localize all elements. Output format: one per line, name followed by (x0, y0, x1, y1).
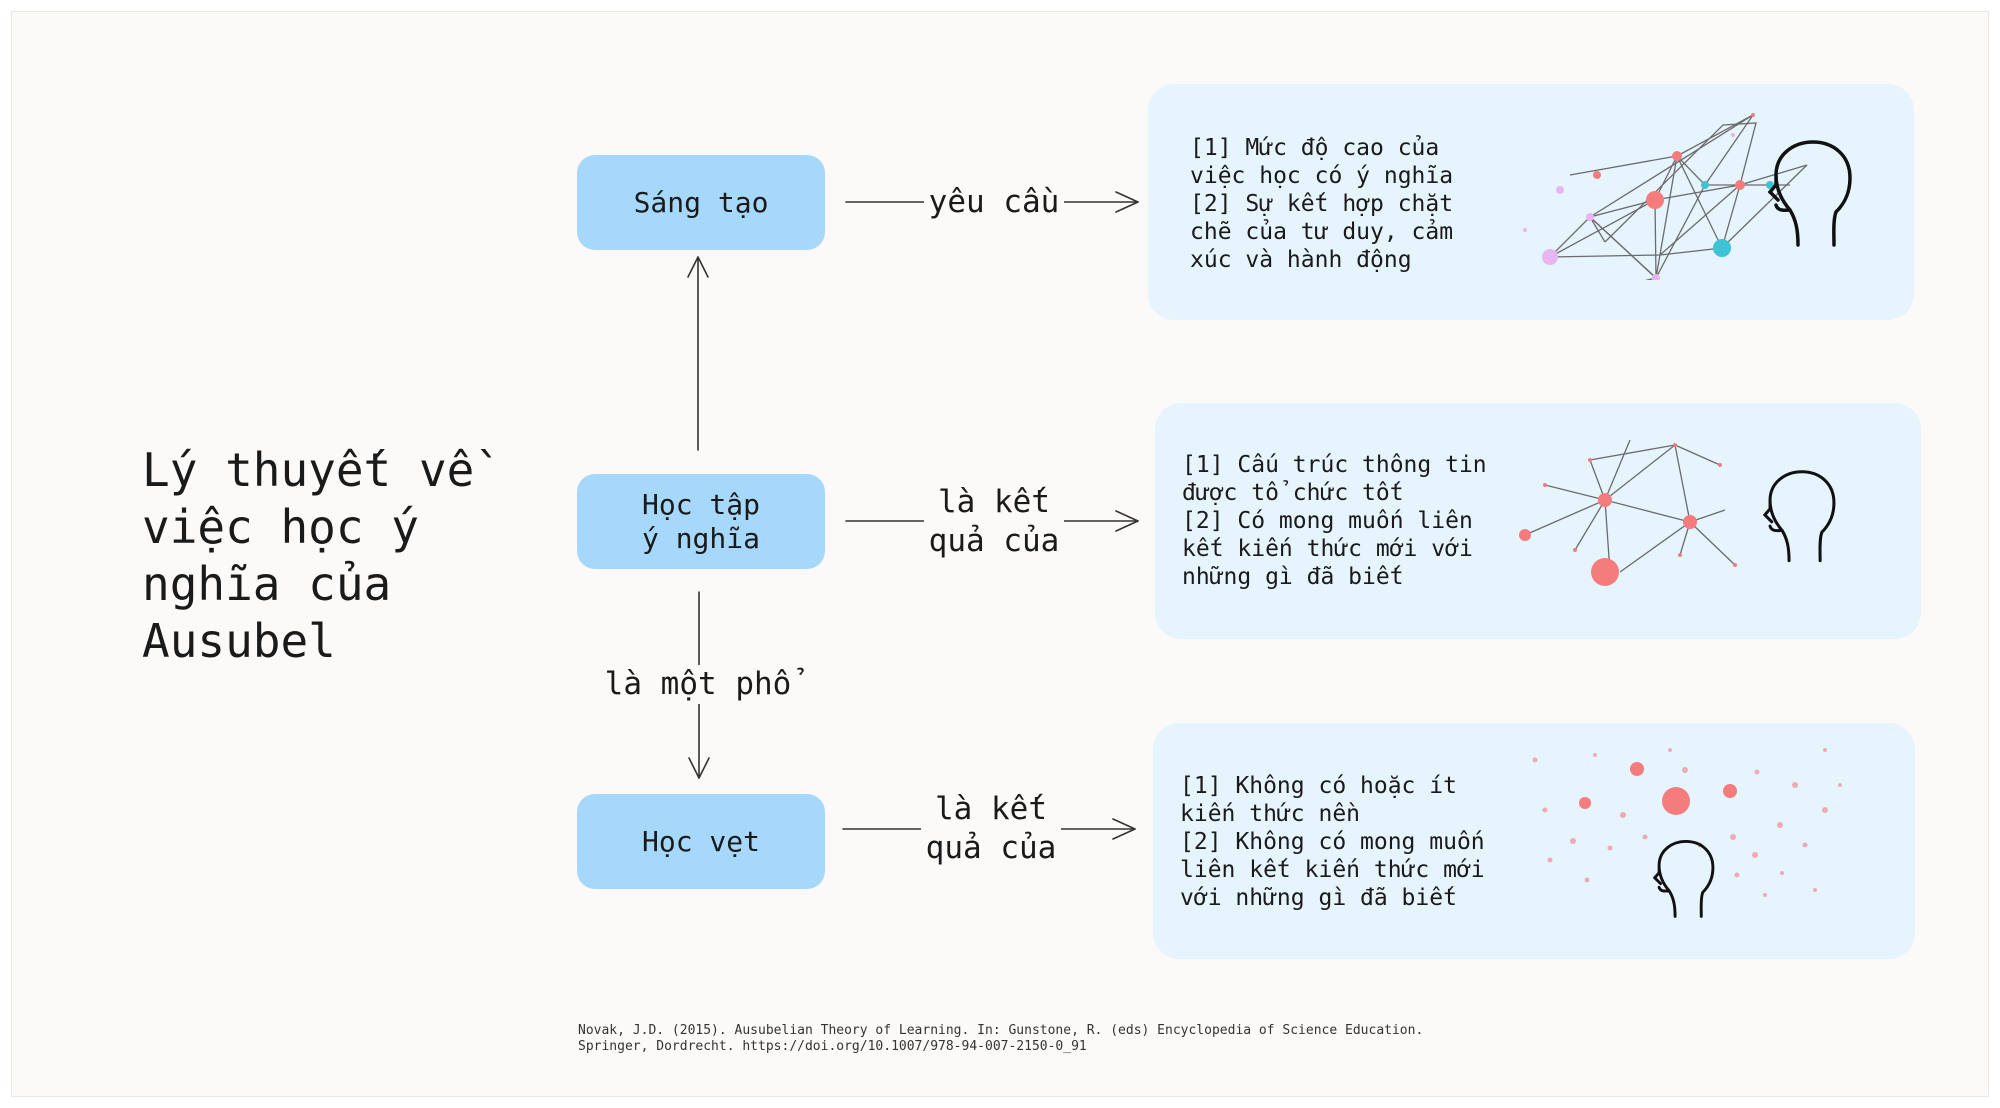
node-rote-learning: Học vẹt (577, 794, 825, 889)
edge-label-requires: yêu cầu (924, 183, 1064, 222)
edge-label-result-of-rote: là kết quả của (921, 790, 1061, 868)
panel-meaningful (1155, 403, 1921, 639)
panel-creative (1148, 84, 1914, 320)
node-creative: Sáng tạo (577, 155, 825, 250)
edge-label-spectrum: là một phổ (598, 665, 798, 704)
panel-creative-text: [1] Mức độ cao của việc học có ý nghĩa [… (1190, 135, 1454, 273)
head-icon (1768, 140, 1852, 247)
panel-rote (1153, 723, 1915, 959)
scattered-dots-icon (1532, 748, 1842, 897)
diagram-title: Lý thuyết về việc học ý nghĩa của Ausube… (142, 443, 475, 668)
network-icon (1519, 439, 1737, 586)
head-icon (1652, 840, 1715, 918)
node-meaningful-learning: Học tập ý nghĩa (577, 474, 825, 569)
citation: Novak, J.D. (2015). Ausubelian Theory of… (578, 1023, 1424, 1054)
panel-rote-text: [1] Không có hoặc ít kiến thức nền [2] K… (1180, 773, 1485, 911)
network-icon (1523, 113, 1808, 280)
edge-label-result-of-meaningful: là kết quả của (924, 483, 1064, 561)
head-icon (1762, 470, 1836, 563)
panel-meaningful-text: [1] Cấu trúc thông tin được tổ chức tốt … (1182, 452, 1487, 590)
